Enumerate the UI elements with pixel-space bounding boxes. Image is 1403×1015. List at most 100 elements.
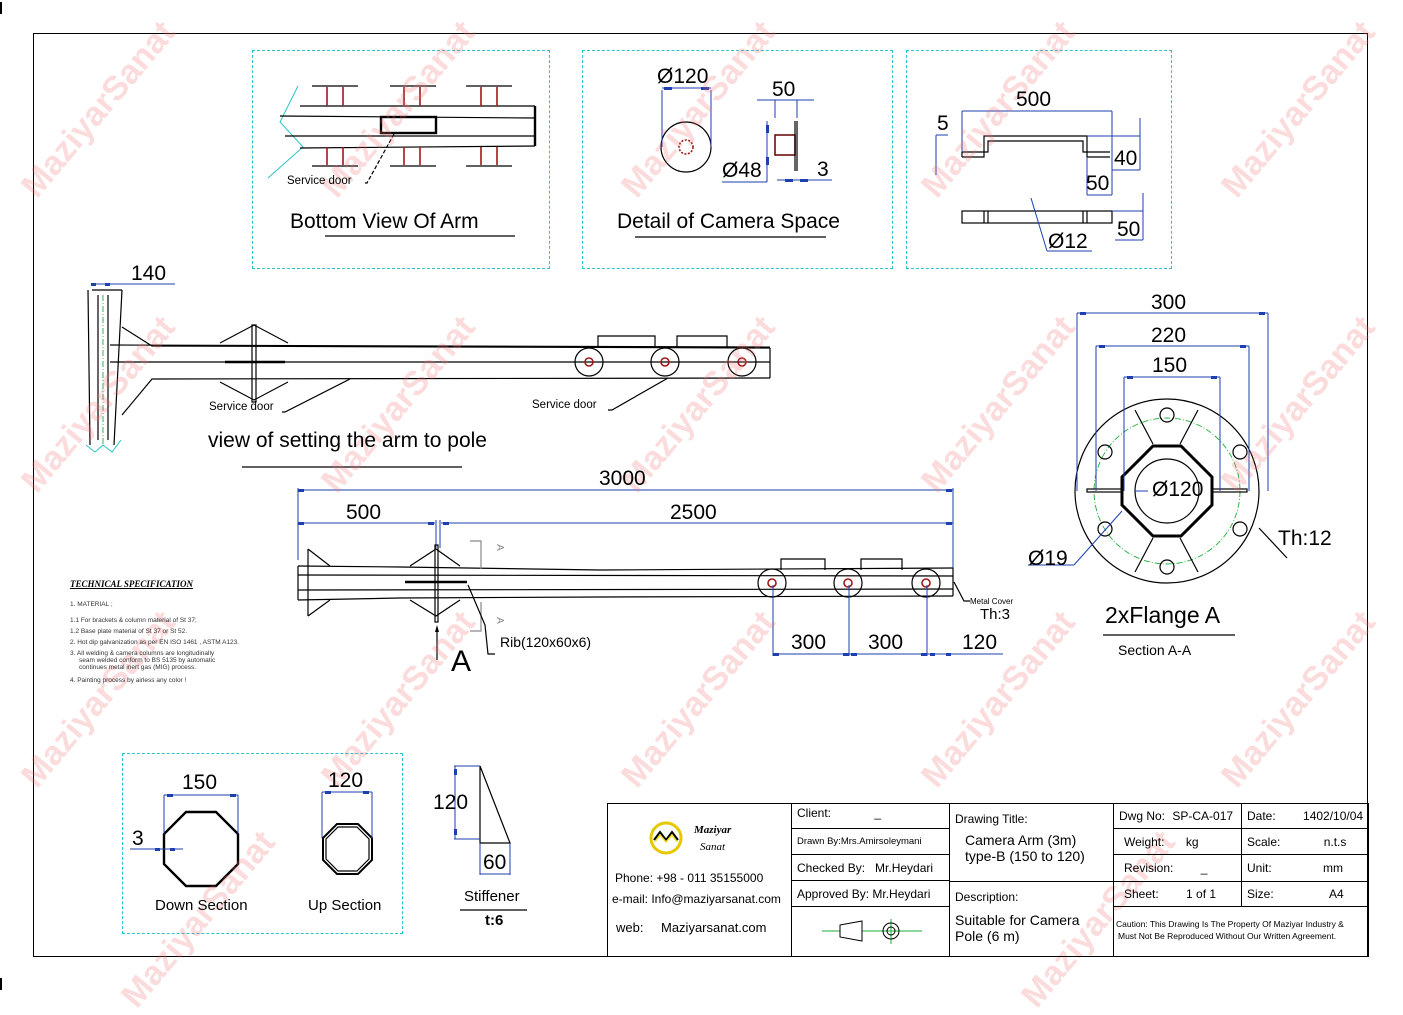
dim-stiffener-height: 120 (433, 791, 469, 814)
spec-item: 1. MATERIAL ; (70, 601, 113, 608)
weight-cell: Weight: kg (1114, 829, 1242, 855)
client-cell: Client: _ (792, 804, 950, 829)
client-value: _ (874, 806, 882, 820)
unit-cell: Unit: mm (1242, 855, 1368, 882)
description-line2: Pole (6 m) (955, 928, 1020, 944)
description-cell: Description: Suitable for Camera Pole (6… (950, 882, 1114, 956)
camera-space-caption: Detail of Camera Space (617, 210, 840, 233)
dim-stiffener-width: 60 (483, 851, 507, 874)
dim-flange-inner: 150 (1152, 354, 1188, 377)
company-name-line2: Sanat (700, 841, 726, 853)
dim-bracket-leg: 50 (1086, 172, 1110, 195)
company-info: Maziyar Sanat Phone: +98 - 011 35155000 … (608, 804, 792, 956)
dim-plate-width: 50 (772, 78, 796, 101)
panel-bracket (906, 50, 1172, 269)
size-value: A4 (1329, 887, 1344, 901)
spec-title: TECHNICAL SPECIFICATION (70, 579, 193, 589)
arm-elevation-drawing (297, 488, 1003, 660)
dim-bracket-height: 40 (1114, 147, 1138, 170)
metal-cover-label: Metal Cover (970, 597, 1014, 606)
caution-cell: Caution: This Drawing Is The Property Of… (1114, 907, 1368, 956)
sheet-value: 1 of 1 (1186, 887, 1217, 901)
bracket-drawing (935, 110, 1144, 252)
size-label: Size: (1247, 887, 1274, 901)
arm-to-pole-drawing (85, 283, 771, 468)
dim-down-thickness: 3 (132, 827, 144, 850)
scale-cell: Scale: n.t.s (1242, 829, 1368, 855)
dwg-no-value: SP-CA-017 (1172, 809, 1234, 823)
metal-cover-thickness: Th:3 (980, 606, 1011, 623)
spec-item: 1.1 For brackets & column material of St… (70, 617, 197, 624)
dim-down-width: 150 (182, 771, 218, 794)
dim-spacing-2: 300 (868, 631, 904, 654)
drawn-by-cell: Drawn By:Mrs.Amirsoleymani (792, 829, 950, 855)
description-label: Description: (955, 890, 1019, 904)
caution-line2: Must Not Be Reproduced Without Our Writt… (1118, 931, 1337, 941)
revision-label: Revision: (1124, 861, 1174, 875)
spec-item: seam welded conform to BS 5135 by automa… (70, 657, 216, 664)
sections-drawing (130, 791, 373, 888)
scale-label: Scale: (1247, 835, 1281, 849)
flange-subcaption: Section A-A (1118, 642, 1192, 658)
service-door-label: Service door (287, 175, 352, 187)
unit-value: mm (1323, 861, 1344, 875)
dim-flange-bolt-circle: 220 (1151, 324, 1187, 347)
up-section-label: Up Section (308, 897, 382, 914)
dim-pole-width: 140 (131, 262, 167, 285)
panel-camera-space (582, 50, 893, 269)
spec-item: 2. Hot dip galvanization as per EN ISO 1… (70, 639, 240, 646)
dim-up-width: 120 (328, 769, 364, 792)
dim-end-offset: 120 (962, 631, 998, 654)
service-door-rect (379, 115, 438, 135)
weight-value: kg (1185, 835, 1199, 849)
section-arrow-label: A (493, 617, 505, 624)
approved-by-cell: Approved By: Mr.Heydari (792, 881, 950, 907)
caution-line1: Caution: This Drawing Is The Property Of… (1116, 919, 1344, 929)
title-block: Maziyar Sanat Phone: +98 - 011 35155000 … (607, 803, 1369, 957)
unit-label: Unit: (1247, 861, 1272, 875)
dim-flange-outer: 300 (1151, 291, 1187, 314)
dwg-no-label: Dwg No: (1119, 809, 1166, 823)
drawing-title-line2: type-B (150 to 120) (965, 848, 1085, 864)
technical-specification: TECHNICAL SPECIFICATION 1. MATERIAL ; 1.… (70, 575, 239, 688)
dwg-no-cell: Dwg No: SP-CA-017 (1114, 804, 1242, 829)
dim-bracket-hole: Ø12 (1048, 230, 1088, 253)
section-arrow-label: A (493, 544, 505, 551)
drawing-title-cell: Drawing Title: Camera Arm (3m) type-B (1… (950, 804, 1114, 882)
dim-tube-diameter: Ø48 (722, 159, 762, 182)
spec-item: 4. Painting process by airless any color… (70, 677, 187, 684)
stiffener-thickness: t:6 (485, 912, 504, 929)
down-section-label: Down Section (155, 897, 248, 914)
panel-sections (122, 753, 403, 934)
revision-value: _ (1200, 861, 1208, 875)
bottom-view-caption: Bottom View Of Arm (290, 210, 479, 233)
sheet-label: Sheet: (1124, 887, 1159, 901)
flange-drawing (1028, 312, 1288, 636)
dim-bracket-offset: 5 (937, 112, 949, 135)
dim-spacing-1: 300 (791, 631, 827, 654)
dim-total-length: 3000 (599, 467, 646, 490)
flange-caption: 2xFlange A (1105, 602, 1221, 628)
bottom-view-drawing (267, 85, 537, 237)
corner-mark (0, 978, 2, 990)
description-line1: Suitable for Camera (955, 912, 1080, 928)
company-email[interactable]: e-mail: Info@maziyarsanat.com (612, 892, 781, 906)
date-value: 1402/10/04 (1303, 809, 1364, 823)
camera-bracket-top (312, 85, 512, 106)
camera-bracket-bottom (312, 147, 512, 167)
date-cell: Date: 1402/10/04 (1242, 804, 1368, 829)
company-phone: Phone: +98 - 011 35155000 (615, 871, 764, 885)
drawing-title-line1: Camera Arm (3m) (965, 832, 1077, 848)
client-label: Client: (797, 806, 832, 820)
company-web-label: web: (616, 920, 644, 935)
stiffener-drawing (454, 765, 527, 911)
spec-item: 1.2 Base plate material of St 37 or St 5… (70, 628, 188, 635)
camera-space-drawing (635, 87, 832, 238)
dim-flange-thickness: Th:12 (1278, 527, 1332, 550)
dim-rest-segment: 2500 (670, 501, 717, 524)
company-web[interactable]: Maziyarsanat.com (661, 920, 767, 935)
dim-flange-hole: Ø19 (1028, 547, 1068, 570)
scale-value: n.t.s (1323, 835, 1347, 849)
service-door-label: Service door (209, 401, 274, 413)
drawing-title-label: Drawing Title: (955, 812, 1028, 826)
